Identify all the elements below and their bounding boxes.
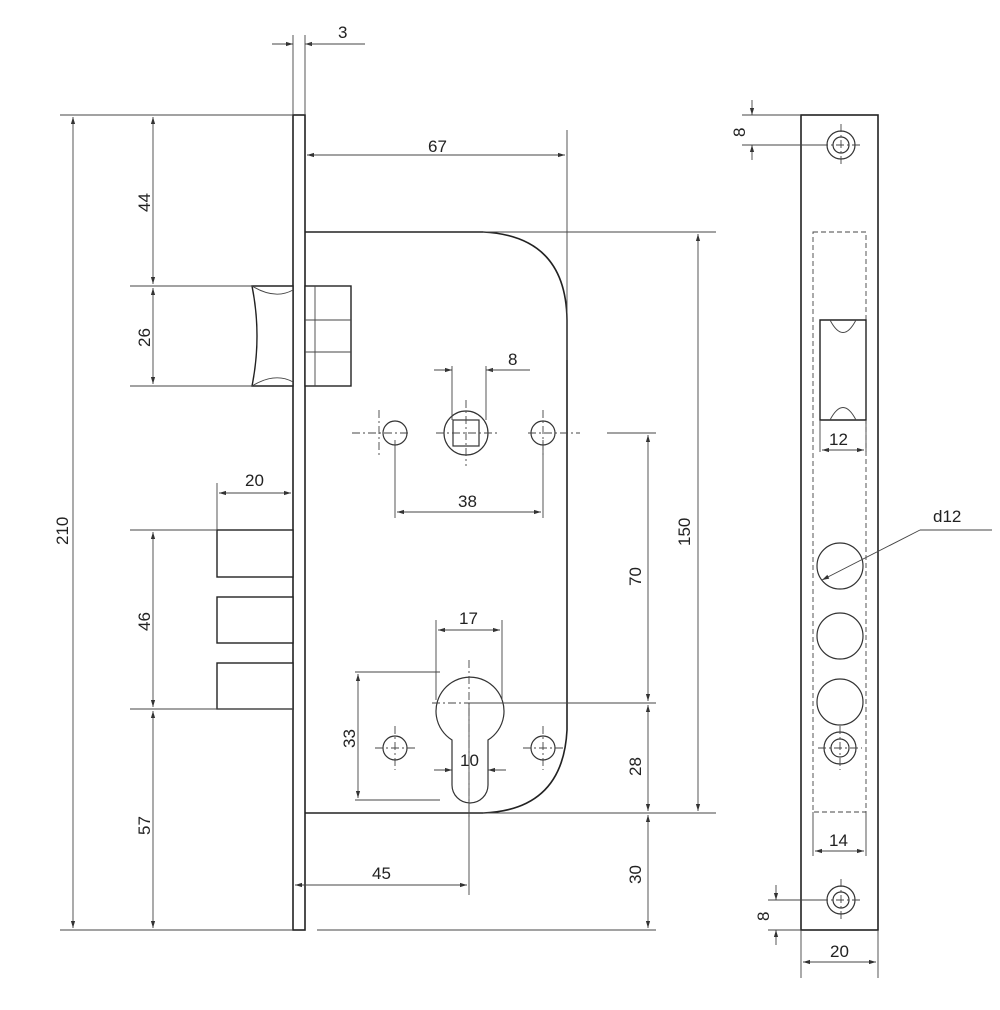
dim-20-latch: 20 (245, 471, 264, 490)
bolt-2 (216, 596, 294, 644)
dim-30: 30 (626, 865, 645, 884)
dim-45: 45 (372, 864, 391, 883)
side-faceplate (800, 114, 879, 931)
dim-38: 38 (458, 492, 477, 511)
dim-20-plate: 20 (830, 942, 849, 961)
dim-26: 26 (135, 328, 154, 347)
dim-44: 44 (135, 193, 154, 212)
dim-8-bottom: 8 (754, 912, 773, 921)
cylinder-hole (435, 676, 505, 804)
dim-150: 150 (675, 518, 694, 546)
side-bolt-hole-1 (816, 542, 864, 590)
side-view: 8 12 d12 14 8 20 (730, 100, 992, 978)
bolt-3 (216, 662, 294, 710)
latch-bolt (251, 285, 352, 387)
dim-10: 10 (460, 751, 479, 770)
dim-28: 28 (626, 757, 645, 776)
dim-hole-diameter: d12 (933, 507, 961, 526)
dim-33: 33 (340, 729, 359, 748)
bolt-1 (216, 529, 294, 578)
dim-17: 17 (459, 609, 478, 628)
dim-12: 12 (829, 430, 848, 449)
lock-body (305, 231, 568, 814)
side-latch-slot (819, 319, 867, 421)
dim-210: 210 (53, 517, 72, 545)
dim-67: 67 (428, 137, 447, 156)
dim-57: 57 (135, 816, 154, 835)
side-bolt-hole-2 (816, 612, 864, 660)
dim-8-top: 8 (730, 128, 749, 137)
dim-3: 3 (338, 23, 347, 42)
dim-8-spindle: 8 (508, 350, 517, 369)
front-view: 3 67 44 26 8 38 20 210 150 70 46 17 33 1… (53, 23, 716, 931)
side-bolt-hole-3 (816, 678, 864, 726)
spindle-hole (436, 400, 500, 466)
faceplate (292, 114, 306, 931)
dim-14: 14 (829, 831, 848, 850)
dim-46: 46 (135, 612, 154, 631)
dim-70: 70 (626, 567, 645, 586)
